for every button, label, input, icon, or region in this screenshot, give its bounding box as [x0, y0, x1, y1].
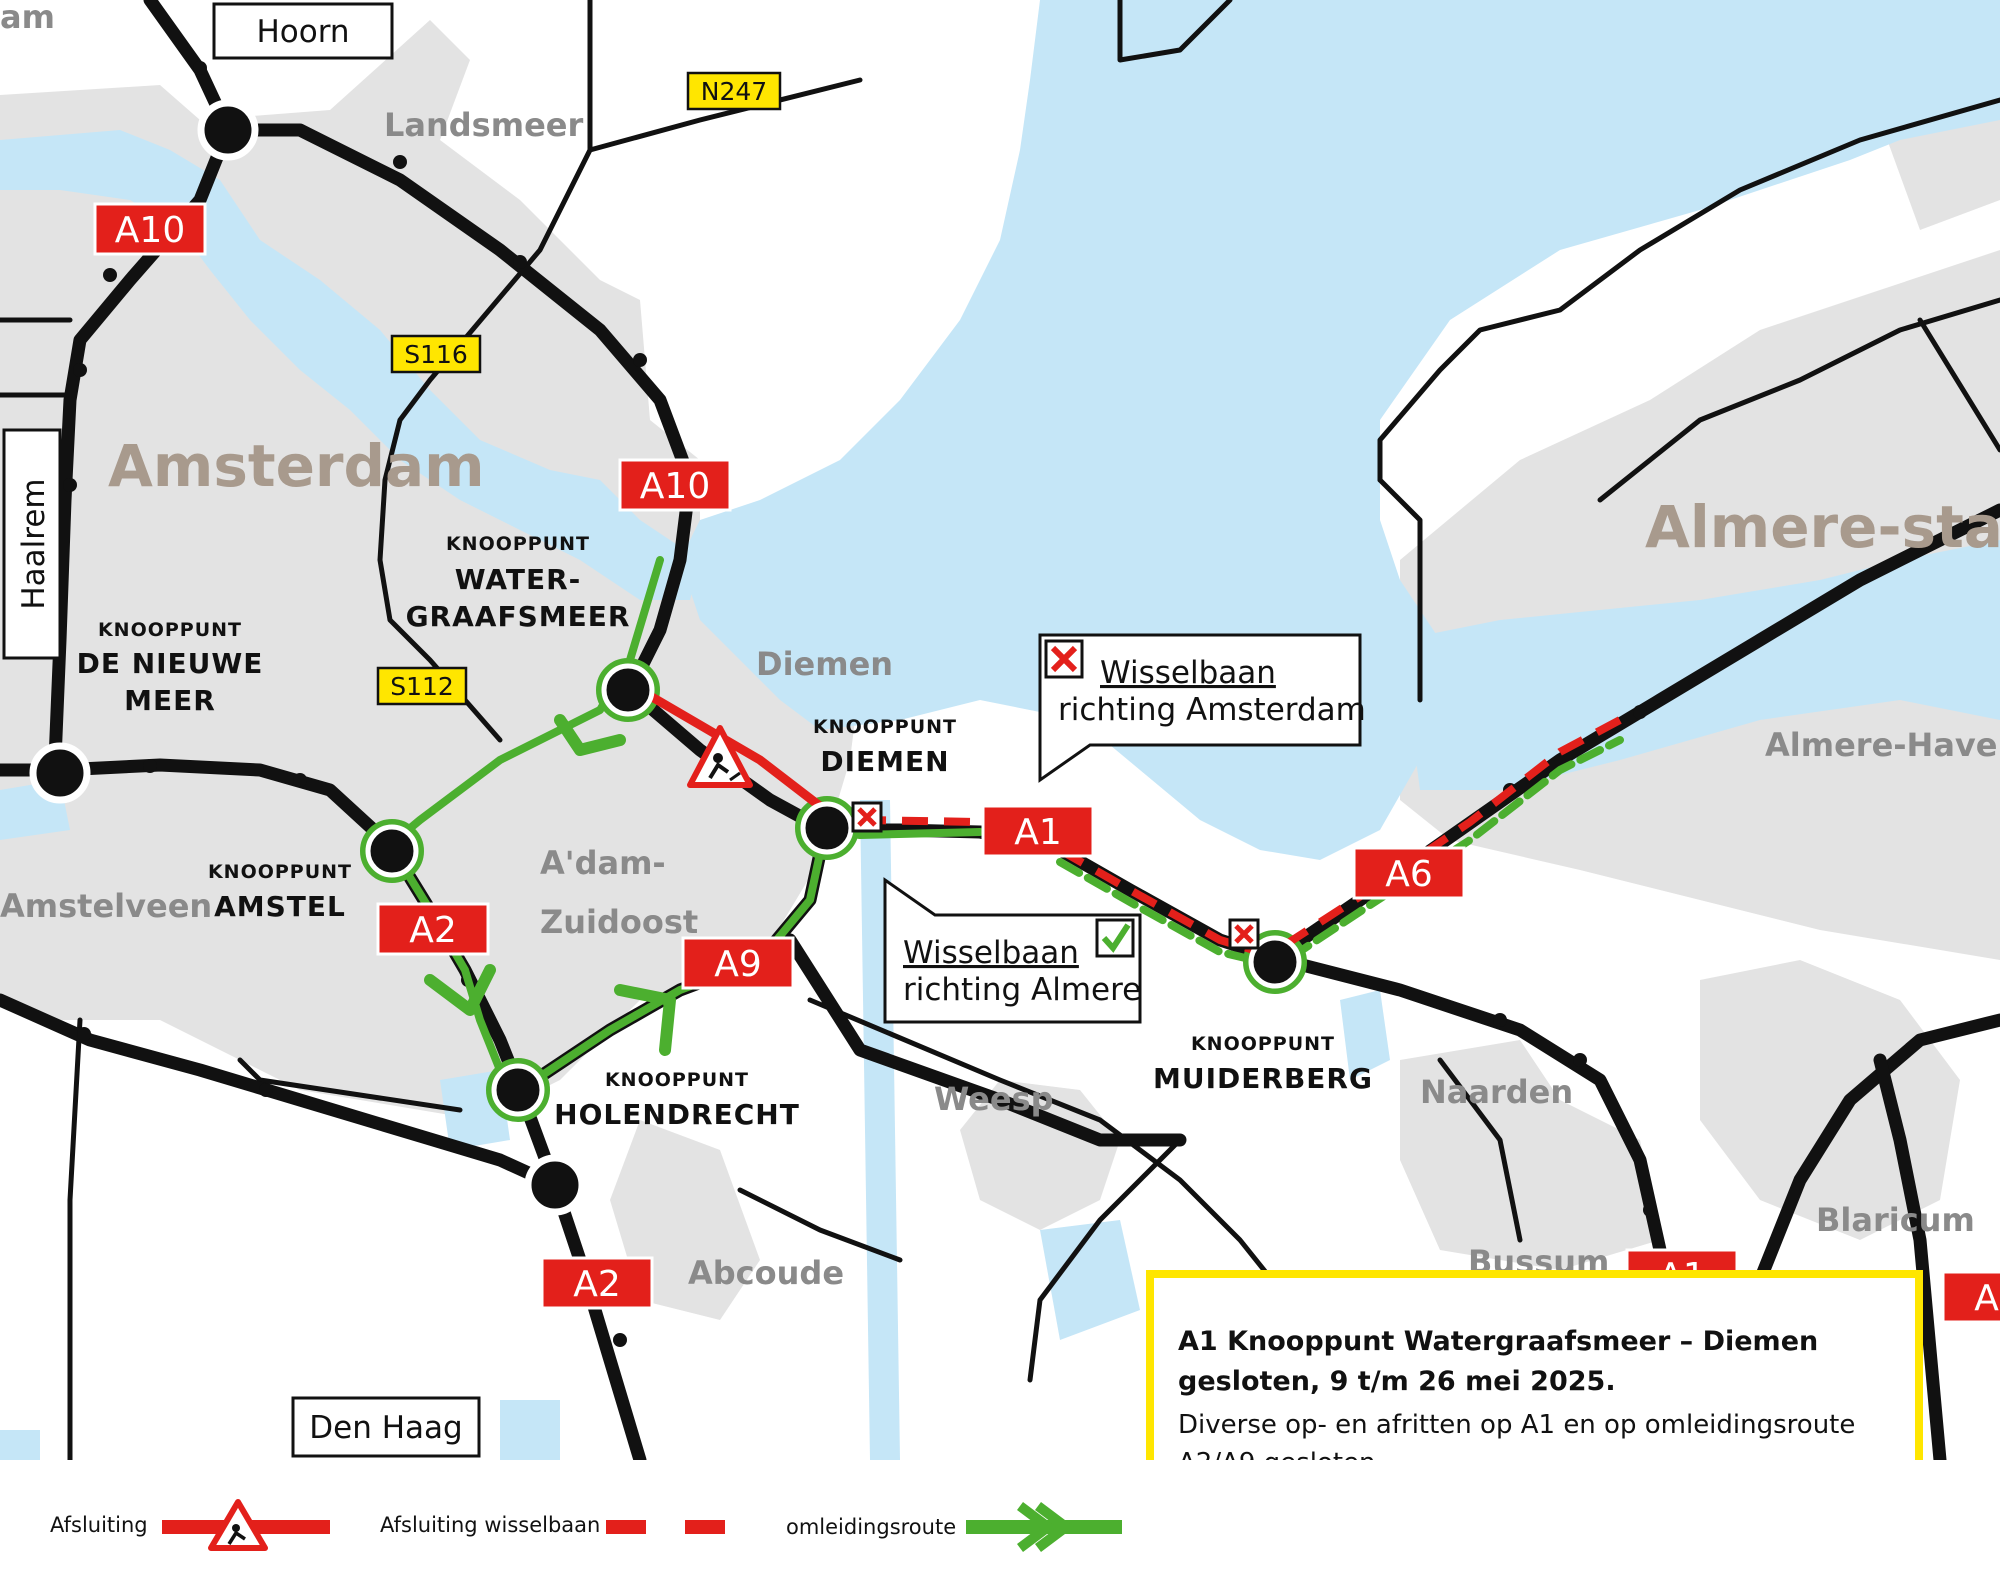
place-adam-zuidoost-2: Zuidoost	[540, 903, 698, 941]
svg-text:S112: S112	[390, 672, 454, 701]
junction-label-watergraafsmeer: KNOOPPUNT WATER- GRAAFSMEER	[406, 533, 631, 633]
destination-hoorn: Hoorn	[212, 2, 394, 60]
callout-amsterdam-line2: richting Amsterdam	[1058, 692, 1366, 728]
shield-a1-diemen: A1	[981, 804, 1095, 858]
shield-a9: A9	[681, 936, 795, 990]
place-adam-zuidoost-1: A'dam-	[540, 844, 666, 882]
svg-text:DE NIEUWE: DE NIEUWE	[77, 647, 264, 680]
junction-label-holendrecht: KNOOPPUNT HOLENDRECHT	[554, 1069, 800, 1131]
junction-nodes	[29, 99, 1302, 1216]
svg-text:A2: A2	[409, 910, 457, 951]
callout-amsterdam: Wisselbaan richting Amsterdam	[1038, 633, 1366, 783]
svg-text:A2: A2	[573, 1264, 621, 1305]
svg-text:AMSTEL: AMSTEL	[214, 890, 346, 923]
closure-info-title: A1 Knooppunt Watergraafsmeer – Diemen ge…	[1178, 1326, 1819, 1397]
shield-a10-east: A10	[618, 458, 732, 512]
shield-a2-amstel: A2	[376, 902, 490, 956]
place-blaricum: Blaricum	[1816, 1201, 1975, 1239]
shield-s116: S116	[390, 334, 482, 374]
svg-text:GRAAFSMEER: GRAAFSMEER	[406, 600, 631, 633]
place-naarden: Naarden	[1420, 1073, 1573, 1111]
svg-text:A9: A9	[714, 944, 762, 985]
callout-almere-line2: richting Almere	[903, 972, 1141, 1008]
place-landsmeer: Landsmeer	[384, 106, 583, 144]
legend-afsluiting: Afsluiting	[50, 1499, 330, 1551]
junction-label-diemen: KNOOPPUNT DIEMEN	[813, 716, 957, 778]
shield-a2-south: A2	[540, 1256, 654, 1310]
callout-almere-line1: Wisselbaan	[903, 935, 1079, 971]
destination-den-haag: Den Haag	[291, 1396, 481, 1458]
svg-text:A10: A10	[115, 210, 185, 251]
callout-amsterdam-line1: Wisselbaan	[1100, 655, 1276, 691]
svg-text:KNOOPPUNT: KNOOPPUNT	[1191, 1033, 1335, 1055]
shield-n247: N247	[686, 71, 782, 111]
legend: Afsluiting Afsluiting wisselbaan omleidi…	[0, 1460, 2000, 1586]
legend-afsluiting-wisselbaan: Afsluiting wisselbaan	[380, 1513, 725, 1537]
svg-text:MUIDERBERG: MUIDERBERG	[1153, 1062, 1373, 1095]
svg-text:A2: A2	[1974, 1278, 2000, 1319]
svg-text:A10: A10	[640, 466, 710, 507]
svg-text:Den Haag: Den Haag	[309, 1410, 462, 1446]
svg-text:MEER: MEER	[124, 684, 216, 717]
junction-label-muiderberg: KNOOPPUNT MUIDERBERG	[1153, 1033, 1373, 1095]
svg-text:DIEMEN: DIEMEN	[820, 745, 949, 778]
junction-label-amstel: KNOOPPUNT AMSTEL	[208, 861, 352, 923]
closure-x-markers	[851, 801, 1260, 950]
svg-text:Afsluiting wisselbaan: Afsluiting wisselbaan	[380, 1513, 600, 1537]
place-almere-haven: Almere-Haver	[1765, 726, 2000, 764]
svg-text:KNOOPPUNT: KNOOPPUNT	[446, 533, 590, 555]
svg-text:A1: A1	[1014, 812, 1062, 853]
svg-text:omleidingsroute: omleidingsroute	[786, 1515, 956, 1539]
svg-text:KNOOPPUNT: KNOOPPUNT	[98, 619, 242, 641]
svg-text:KNOOPPUNT: KNOOPPUNT	[813, 716, 957, 738]
road-works-icon	[687, 725, 753, 788]
junction-label-de-nieuwe-meer: KNOOPPUNT DE NIEUWE MEER	[77, 619, 264, 717]
local-roads	[0, 0, 2000, 1460]
place-abcoude: Abcoude	[688, 1254, 844, 1292]
svg-text:KNOOPPUNT: KNOOPPUNT	[605, 1069, 749, 1091]
place-diemen: Diemen	[756, 645, 893, 683]
place-amsterdam: Amsterdam	[108, 432, 485, 500]
water-areas	[0, 0, 2000, 1460]
route-map: Wisselbaan richting Amsterdam Wisselbaan…	[0, 0, 2000, 1460]
svg-text:Hoorn: Hoorn	[256, 14, 349, 50]
svg-text:A6: A6	[1385, 854, 1433, 895]
shield-a10-north: A10	[93, 202, 207, 256]
shield-s112: S112	[376, 666, 468, 706]
svg-text:S116: S116	[404, 340, 468, 369]
shield-a2-edge: A2	[1941, 1270, 2000, 1324]
svg-text:Haalrem: Haalrem	[16, 478, 52, 609]
place-almere-stad: Almere-stac	[1645, 493, 2000, 561]
svg-text:N247: N247	[701, 77, 767, 106]
place-amstelveen: Amstelveen	[0, 887, 212, 925]
svg-text:KNOOPPUNT: KNOOPPUNT	[208, 861, 352, 883]
detour-route	[360, 556, 1624, 1122]
svg-text:Afsluiting: Afsluiting	[50, 1513, 148, 1537]
legend-omleidingsroute: omleidingsroute	[786, 1502, 1122, 1552]
svg-text:WATER-: WATER-	[455, 563, 582, 596]
svg-text:HOLENDRECHT: HOLENDRECHT	[554, 1098, 800, 1131]
destination-haarlem: Haalrem	[2, 428, 62, 660]
place-am-edge: am	[0, 0, 55, 36]
shield-a6: A6	[1352, 846, 1466, 900]
callout-almere: Wisselbaan richting Almere	[883, 877, 1142, 1024]
place-weesp: Weesp	[934, 1080, 1054, 1118]
